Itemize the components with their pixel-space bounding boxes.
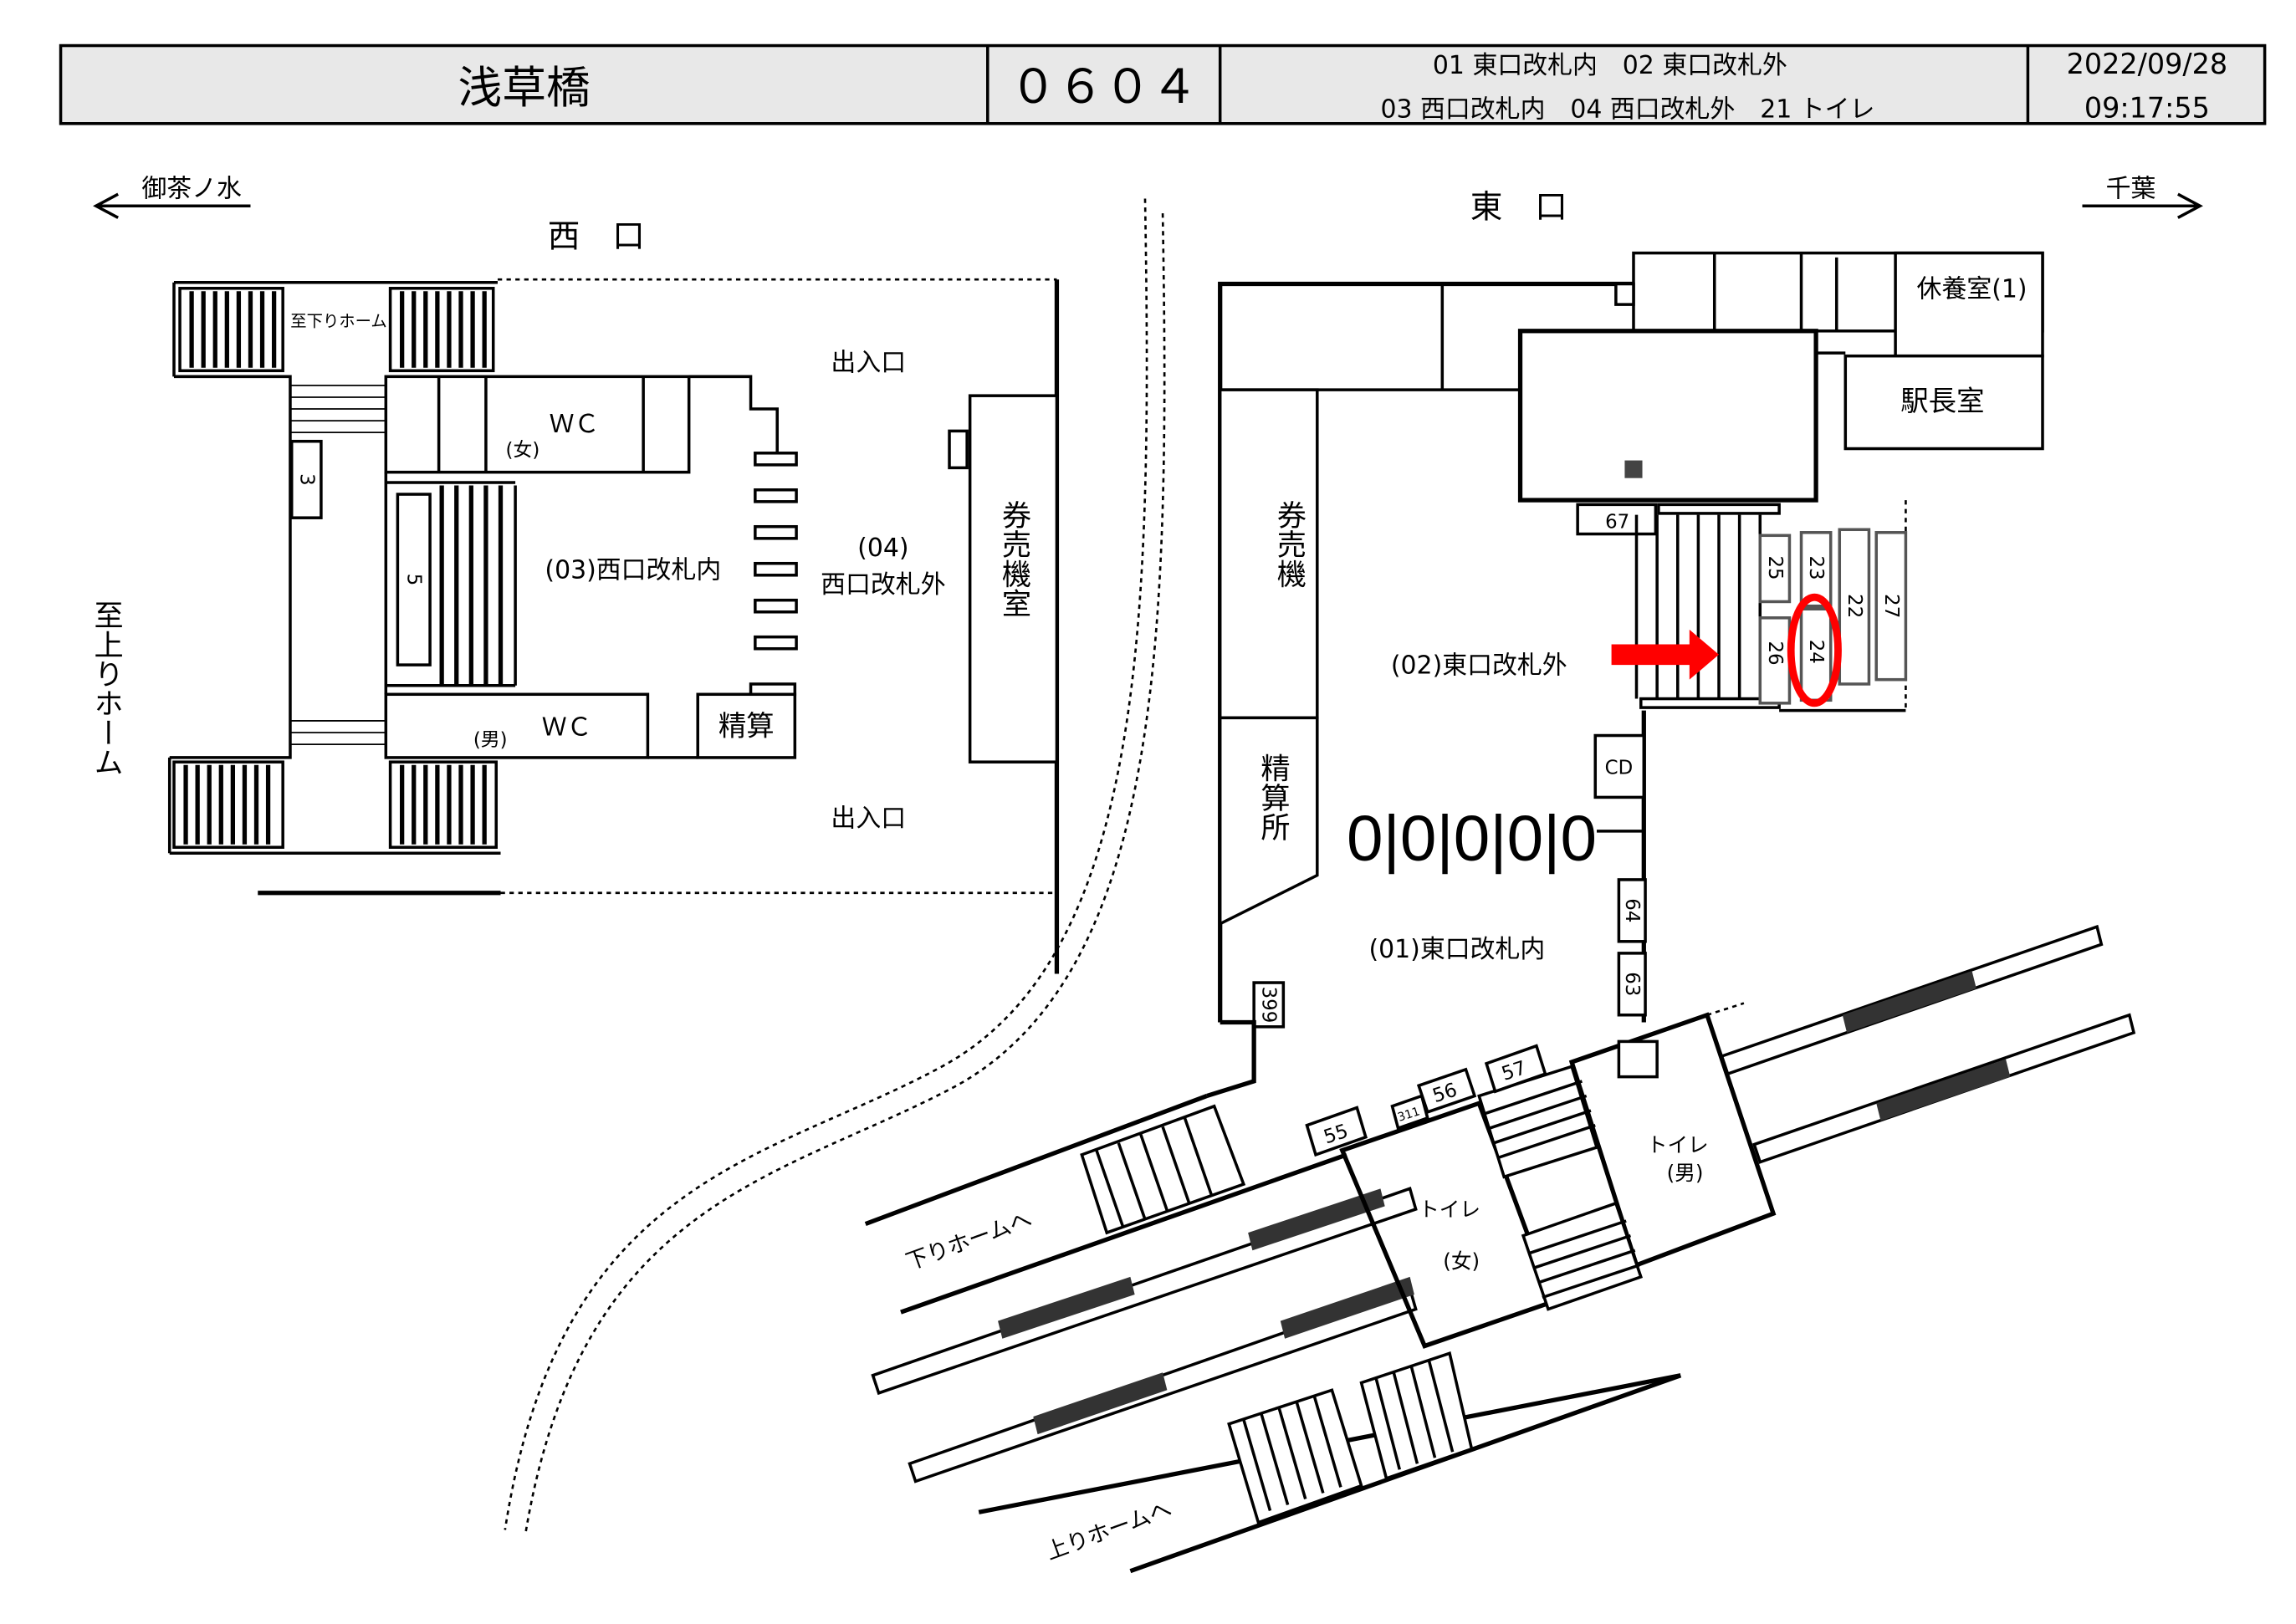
locker-26: 26 xyxy=(1764,641,1786,665)
west-outside-code: (04) xyxy=(857,534,908,563)
wc-male-label: ＷＣ xyxy=(542,713,592,743)
to-down-platform-label: 至下りホーム xyxy=(290,312,386,331)
east-inside-label: (01)東口改札内 xyxy=(1368,935,1545,964)
wc-male-sub: (男) xyxy=(473,729,508,751)
entrance-bottom: 出入口 xyxy=(831,804,906,834)
wc-female xyxy=(384,375,691,474)
toilet-male-sub: (男) xyxy=(1667,1161,1704,1185)
locker-23: 23 xyxy=(1805,555,1827,580)
river-line xyxy=(524,213,1166,1534)
river-line xyxy=(504,198,1148,1530)
station-master-label: 駅長室 xyxy=(1900,385,1984,417)
east-title: 東 口 xyxy=(1470,188,1567,226)
locker-22: 22 xyxy=(1843,594,1865,618)
direction-left: 御茶ノ水 xyxy=(93,175,251,219)
ticket-gates-east: 0|0|0|0|0 xyxy=(1347,803,1644,875)
legend-line-2: 03 西口改札内 04 西口改札外 21 トイレ xyxy=(1380,95,1874,125)
rest-room-label: 休養室(1) xyxy=(1917,274,2028,304)
toilet-female-label: トイレ xyxy=(1419,1198,1480,1222)
toilet-female-sub: (女) xyxy=(1443,1249,1480,1273)
highlight-arrow-icon xyxy=(1611,629,1720,680)
to-down-platform-east: 下りホームへ xyxy=(903,1207,1036,1275)
toilet-male-label: トイレ xyxy=(1647,1132,1709,1157)
locker-3: 3 xyxy=(295,473,317,486)
station-code: ０６０４ xyxy=(1010,60,1198,115)
header-bar: 浅草橋 ０６０４ 01 東口改札内 02 東口改札外 03 西口改札内 04 西… xyxy=(59,43,2267,125)
east-outside-label: (02)東口改札外 xyxy=(1391,651,1567,681)
west-outside-label: 西口改札外 xyxy=(821,570,945,600)
locker-24: 24 xyxy=(1805,640,1827,664)
west-title: 西 口 xyxy=(548,218,645,256)
direction-right-label: 千葉 xyxy=(2106,175,2156,204)
wc-female-label: ＷＣ xyxy=(550,410,600,439)
west-inside-label: (03)西口改札内 xyxy=(545,555,721,585)
to-up-platform-east: 上りホームへ xyxy=(1043,1497,1175,1565)
ticket-room xyxy=(968,394,1059,763)
date: 2022/09/28 xyxy=(2067,48,2228,80)
ticket-room-label: 券売機室 xyxy=(997,500,1031,618)
entrance-top: 出入口 xyxy=(831,348,906,377)
locker-27: 27 xyxy=(1880,594,1902,618)
direction-right: 千葉 xyxy=(2082,175,2203,219)
fare-adjust-label: 精算 xyxy=(718,710,775,743)
fare-adjust-west xyxy=(696,692,797,759)
time: 09:17:55 xyxy=(2084,92,2210,125)
to-up-platform-label: 至上りホーム xyxy=(89,600,124,777)
locker-25: 25 xyxy=(1764,555,1786,580)
locker-63: 63 xyxy=(1621,972,1643,996)
cd-label: CD xyxy=(1605,757,1634,779)
west-exit: 西 口 至下りホーム 3 5 至上りホーム xyxy=(89,218,1060,974)
east-exit: 東 口 休養室(1) 駅長室 67 25 23 26 24 22 xyxy=(1206,188,2044,1099)
highlight-circle xyxy=(1787,593,1842,707)
wc-female-sub: (女) xyxy=(506,439,540,461)
ticket-machine-label: 券売機 xyxy=(1272,500,1307,589)
fare-office-label: 精算所 xyxy=(1256,753,1291,842)
stairs-east xyxy=(1634,503,1781,709)
stairs xyxy=(172,287,517,849)
ticket-gates-west xyxy=(749,452,798,697)
station-name: 浅草橋 xyxy=(458,63,591,114)
locker-399: 399 xyxy=(1258,987,1280,1024)
station-master-room xyxy=(1843,354,2044,451)
fare-office xyxy=(1218,716,1319,927)
locker-67: 67 xyxy=(1605,512,1629,534)
locker-311: 311 xyxy=(1396,1105,1421,1125)
direction-left-label: 御茶ノ水 xyxy=(141,175,242,204)
wc-male xyxy=(384,692,650,759)
rest-room xyxy=(1894,251,2044,358)
ticket-gates-east-glyphs: 0|0|0|0|0 xyxy=(1347,803,1597,875)
locker-64: 64 xyxy=(1621,898,1643,922)
legend-line-1: 01 東口改札内 02 東口改札外 xyxy=(1433,51,1787,80)
platform-area: 55 311 56 57 トイレ (女) トイレ (男) 下りホームへ 上りホー… xyxy=(864,924,2136,1574)
locker-5: 5 xyxy=(403,574,425,586)
